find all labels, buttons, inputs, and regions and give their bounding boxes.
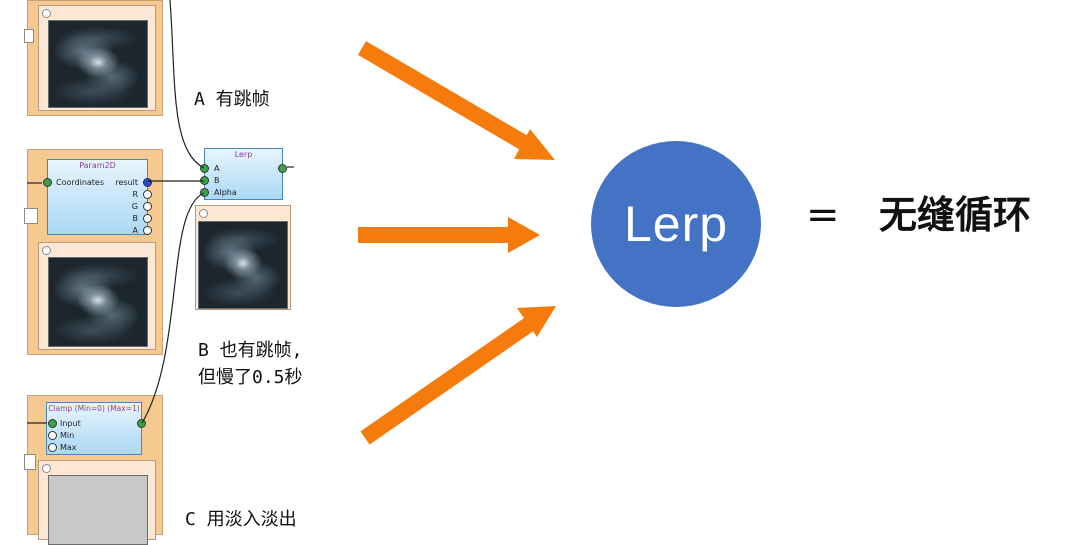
g-label: G <box>131 202 138 211</box>
arrow-middle <box>358 217 540 253</box>
value-stub[interactable] <box>24 208 38 224</box>
caption-b-line2: 但慢了0.5秒 <box>198 367 303 388</box>
alpha-input-port[interactable] <box>200 188 209 197</box>
result-label: result <box>115 178 138 187</box>
max-label: Max <box>60 443 77 452</box>
nebula-preview <box>198 221 288 309</box>
collapse-icon[interactable] <box>42 464 51 473</box>
min-label: Min <box>60 431 75 440</box>
equals-sign: = <box>806 192 840 238</box>
connections-layer <box>27 0 556 445</box>
alpha-input-label: Alpha <box>214 188 237 197</box>
a-input-port[interactable] <box>200 164 209 173</box>
coordinates-label: Coordinates <box>56 178 105 187</box>
lerp-output-port[interactable] <box>278 164 287 173</box>
min-port[interactable] <box>48 431 57 440</box>
value-stub[interactable] <box>24 29 34 43</box>
caption-c: C 用淡入淡出 <box>185 509 297 530</box>
lerp-circle: Lerp <box>591 141 761 307</box>
a-label: A <box>132 226 138 235</box>
result-output-port[interactable] <box>143 178 152 187</box>
r-label: R <box>132 190 138 199</box>
lerp-preview-frame <box>195 205 291 310</box>
value-stub[interactable] <box>24 454 36 470</box>
node-title: Clamp (Min=0) (Max=1) <box>48 404 140 413</box>
b-output-port[interactable] <box>143 214 152 223</box>
preview-frame <box>38 5 156 111</box>
result-text: 无缝循环 <box>879 193 1032 237</box>
input-port[interactable] <box>48 419 57 428</box>
b-label: B <box>132 214 139 223</box>
caption-a: A 有跳帧 <box>194 89 270 110</box>
max-port[interactable] <box>48 443 57 452</box>
wire-a <box>169 0 205 169</box>
clamp-node[interactable]: Clamp (Min=0) (Max=1) Input Min Max <box>46 402 146 455</box>
node-title: Lerp <box>234 150 253 159</box>
preview-frame <box>38 460 156 545</box>
input-label: Input <box>60 419 81 428</box>
lerp-circle-label: Lerp <box>623 196 729 252</box>
collapse-icon[interactable] <box>199 209 208 218</box>
preview-frame <box>38 242 156 350</box>
caption-b-line1: B 也有跳帧, <box>198 340 303 361</box>
param2d-node[interactable]: Param2D Coordinates result R G B A <box>43 159 152 235</box>
nebula-preview <box>48 257 148 347</box>
nebula-preview <box>48 20 148 108</box>
clamp-output-port[interactable] <box>137 419 146 428</box>
coordinates-input-port[interactable] <box>43 178 52 187</box>
collapse-icon[interactable] <box>42 246 51 255</box>
a-input-label: A <box>214 164 220 173</box>
arrow-top <box>357 41 555 160</box>
b-input-label: B <box>214 176 220 185</box>
collapse-icon[interactable] <box>42 9 51 18</box>
node-title: Param2D <box>79 161 116 170</box>
r-output-port[interactable] <box>143 190 152 199</box>
g-output-port[interactable] <box>143 202 152 211</box>
wire-alpha <box>141 192 205 424</box>
texture-panel-bottom <box>24 395 163 545</box>
a-output-port[interactable] <box>143 226 152 235</box>
texture-panel-top <box>24 0 163 116</box>
arrow-bottom <box>360 306 556 445</box>
